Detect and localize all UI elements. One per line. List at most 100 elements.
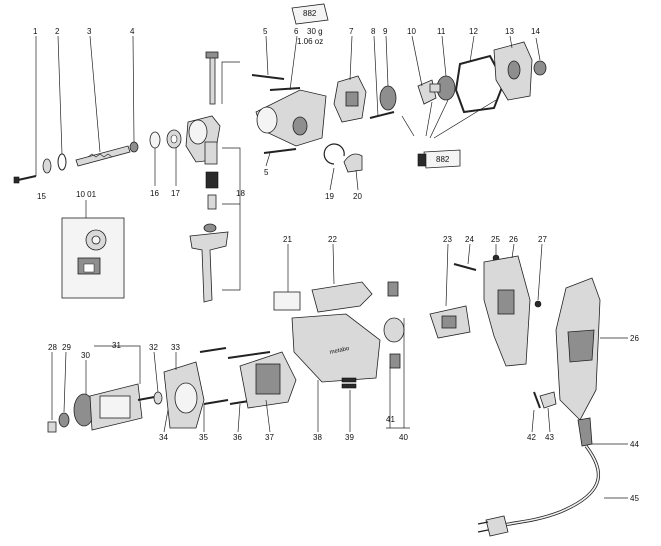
part-6-screw bbox=[269, 87, 301, 91]
part-36-screw bbox=[227, 351, 271, 359]
label-part-10: 10 bbox=[407, 27, 416, 36]
label-part-18: 18 bbox=[236, 189, 245, 198]
part-35-screw-2 bbox=[203, 399, 229, 405]
label-part-2: 2 bbox=[55, 27, 60, 36]
label-part-16: 16 bbox=[150, 189, 159, 198]
part-38-motor-housing: metabo bbox=[291, 313, 381, 383]
part-29-bearing bbox=[58, 412, 70, 428]
part-gearbox-housing bbox=[255, 89, 327, 147]
label-part-20: 20 bbox=[353, 192, 362, 201]
label-part-36: 36 bbox=[233, 433, 242, 442]
label-part-26: 26 bbox=[509, 235, 518, 244]
label-part-19: 19 bbox=[325, 192, 334, 201]
label-part-1: 1 bbox=[33, 27, 38, 36]
part-20-cap bbox=[343, 153, 363, 173]
tube-weight-label: 30 g bbox=[307, 27, 323, 36]
label-part-32: 32 bbox=[149, 343, 158, 352]
part-14-cap bbox=[533, 60, 547, 76]
part-27-screw bbox=[534, 300, 542, 308]
label-part-44: 44 bbox=[630, 440, 639, 449]
part-15-washer bbox=[42, 158, 52, 174]
label-part-22: 22 bbox=[328, 235, 337, 244]
grease-tube-lower: 882 bbox=[417, 149, 461, 169]
part-8-pin bbox=[369, 111, 395, 119]
part-26-handle-half bbox=[483, 255, 531, 367]
label-part-4: 4 bbox=[130, 27, 135, 36]
label-part-9: 9 bbox=[383, 27, 388, 36]
part-21-label bbox=[273, 291, 301, 311]
label-part-12: 12 bbox=[469, 27, 478, 36]
label-part-43: 43 bbox=[545, 433, 554, 442]
part-42-screw bbox=[533, 391, 541, 409]
label-part-24: 24 bbox=[465, 235, 474, 244]
part-37-field-coil bbox=[239, 351, 297, 409]
part-5-screw-bottom bbox=[263, 148, 297, 154]
part-4-bearing bbox=[129, 141, 139, 153]
part-7-intermediate-gear bbox=[333, 75, 367, 123]
label-part-35: 35 bbox=[199, 433, 208, 442]
label-part-3: 3 bbox=[87, 27, 92, 36]
label-part-23: 23 bbox=[443, 235, 452, 244]
tube-weight-oz-label: 1.06 oz bbox=[297, 37, 323, 46]
part-26-handle-right bbox=[555, 277, 601, 421]
part-3-spindle bbox=[75, 145, 131, 167]
callout-label: 10 01 bbox=[76, 190, 97, 199]
detail-callout: 10 01 bbox=[61, 190, 125, 299]
part-28-bearing-cap bbox=[47, 421, 57, 433]
label-part-26-right: 26 bbox=[630, 334, 639, 343]
part-19-ring bbox=[323, 143, 345, 165]
part-45-power-cable bbox=[477, 445, 600, 537]
label-part-33: 33 bbox=[171, 343, 180, 352]
label-part-38: 38 bbox=[313, 433, 322, 442]
part-12-gasket bbox=[454, 54, 506, 114]
part-gear-housing bbox=[185, 115, 221, 165]
label-part-42: 42 bbox=[527, 433, 536, 442]
label-part-34: 34 bbox=[159, 433, 168, 442]
part-2-ring bbox=[57, 153, 67, 171]
part-23-switch bbox=[429, 305, 471, 339]
label-part-15: 15 bbox=[37, 192, 46, 201]
label-part-7: 7 bbox=[349, 27, 354, 36]
label-part-40: 40 bbox=[399, 433, 408, 442]
label-part-21: 21 bbox=[283, 235, 292, 244]
part-16-ring bbox=[149, 131, 161, 149]
part-number-labels: 1 2 3 4 5 6 7 8 9 10 11 12 13 14 15 16 1… bbox=[33, 27, 639, 503]
part-9-gear bbox=[379, 85, 397, 111]
label-part-5: 5 bbox=[263, 27, 268, 36]
part-32-bearing bbox=[153, 391, 163, 405]
leader-lines bbox=[35, 35, 628, 499]
label-part-17: 17 bbox=[171, 189, 180, 198]
label-part-37: 37 bbox=[265, 433, 274, 442]
part-22-cover bbox=[311, 281, 373, 313]
part-13-cover bbox=[493, 41, 533, 101]
part-33-air-guide bbox=[163, 361, 205, 429]
label-part-30: 30 bbox=[81, 351, 90, 360]
label-part-29: 29 bbox=[62, 343, 71, 352]
label-part-13: 13 bbox=[505, 27, 514, 36]
part-43-cable-clamp bbox=[539, 391, 557, 409]
part-5-screw-top bbox=[251, 74, 285, 80]
label-part-45: 45 bbox=[630, 494, 639, 503]
grease-tube-top: 882 30 g 1.06 oz bbox=[291, 3, 329, 46]
part-1-screw bbox=[13, 175, 37, 184]
housing-text: metabo bbox=[329, 346, 350, 356]
part-39-carbon-brushes bbox=[341, 377, 357, 389]
part-18-handle-assembly bbox=[189, 51, 229, 303]
label-part-6: 6 bbox=[294, 27, 299, 36]
label-part-11: 11 bbox=[437, 27, 446, 36]
label-part-27: 27 bbox=[538, 235, 547, 244]
label-part-31: 31 bbox=[112, 341, 121, 350]
part-30-armature bbox=[73, 383, 161, 431]
label-part-41: 41 bbox=[386, 415, 395, 424]
label-part-5-lower: 5 bbox=[264, 168, 269, 177]
part-35-screw bbox=[199, 347, 227, 353]
label-part-39: 39 bbox=[345, 433, 354, 442]
part-40-brush-holder bbox=[383, 281, 405, 369]
label-part-8: 8 bbox=[371, 27, 376, 36]
part-44-cable-sleeve bbox=[577, 417, 593, 447]
label-part-28: 28 bbox=[48, 343, 57, 352]
tube-lower-code-label: 882 bbox=[436, 155, 450, 164]
part-24-screw bbox=[453, 263, 477, 271]
label-part-14: 14 bbox=[531, 27, 540, 36]
